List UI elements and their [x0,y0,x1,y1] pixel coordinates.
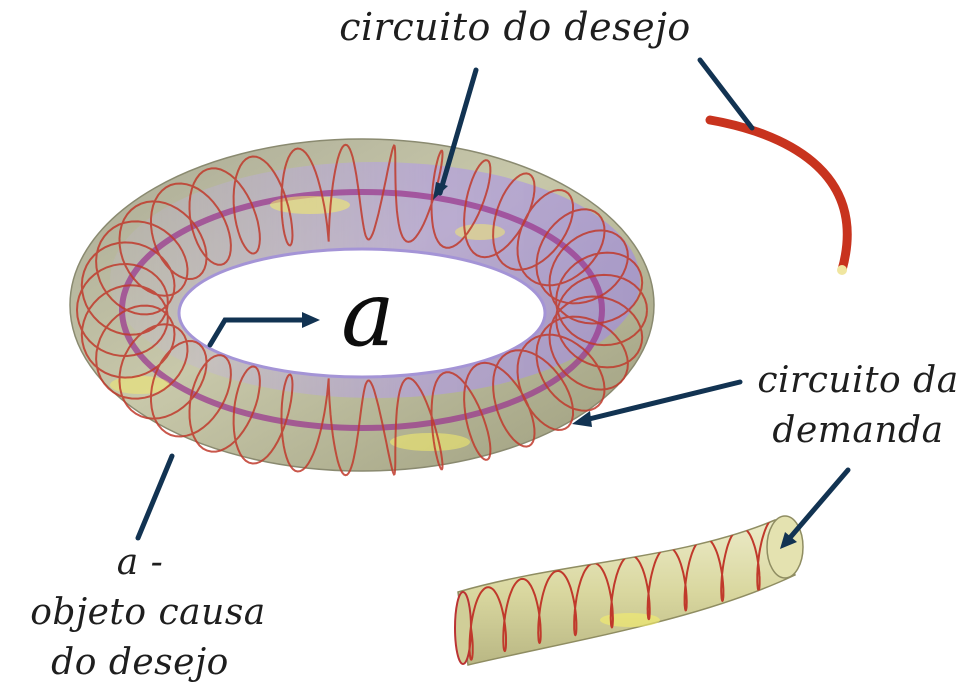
tube-body [458,520,795,665]
label-object-cause-line2: objeto causa [30,592,266,633]
arrow-demand-tube [788,470,848,540]
tube-end-left [455,592,471,664]
label-object-cause-line3: do desejo [51,642,229,683]
label-desire-circuit: circuito do desejo [339,5,690,49]
label-demand-circuit-line1: circuito da [757,360,958,401]
label-object-a: a [341,262,395,367]
highlight [600,613,660,627]
label-demand-circuit-line2: demanda [772,410,943,451]
red-curve-icon [710,120,847,270]
tube-segment-icon [455,516,803,665]
highlight [390,433,470,451]
arrow-object-cause [138,456,172,538]
red-curve-end [837,265,847,275]
label-object-cause-line1: a - [117,542,164,583]
